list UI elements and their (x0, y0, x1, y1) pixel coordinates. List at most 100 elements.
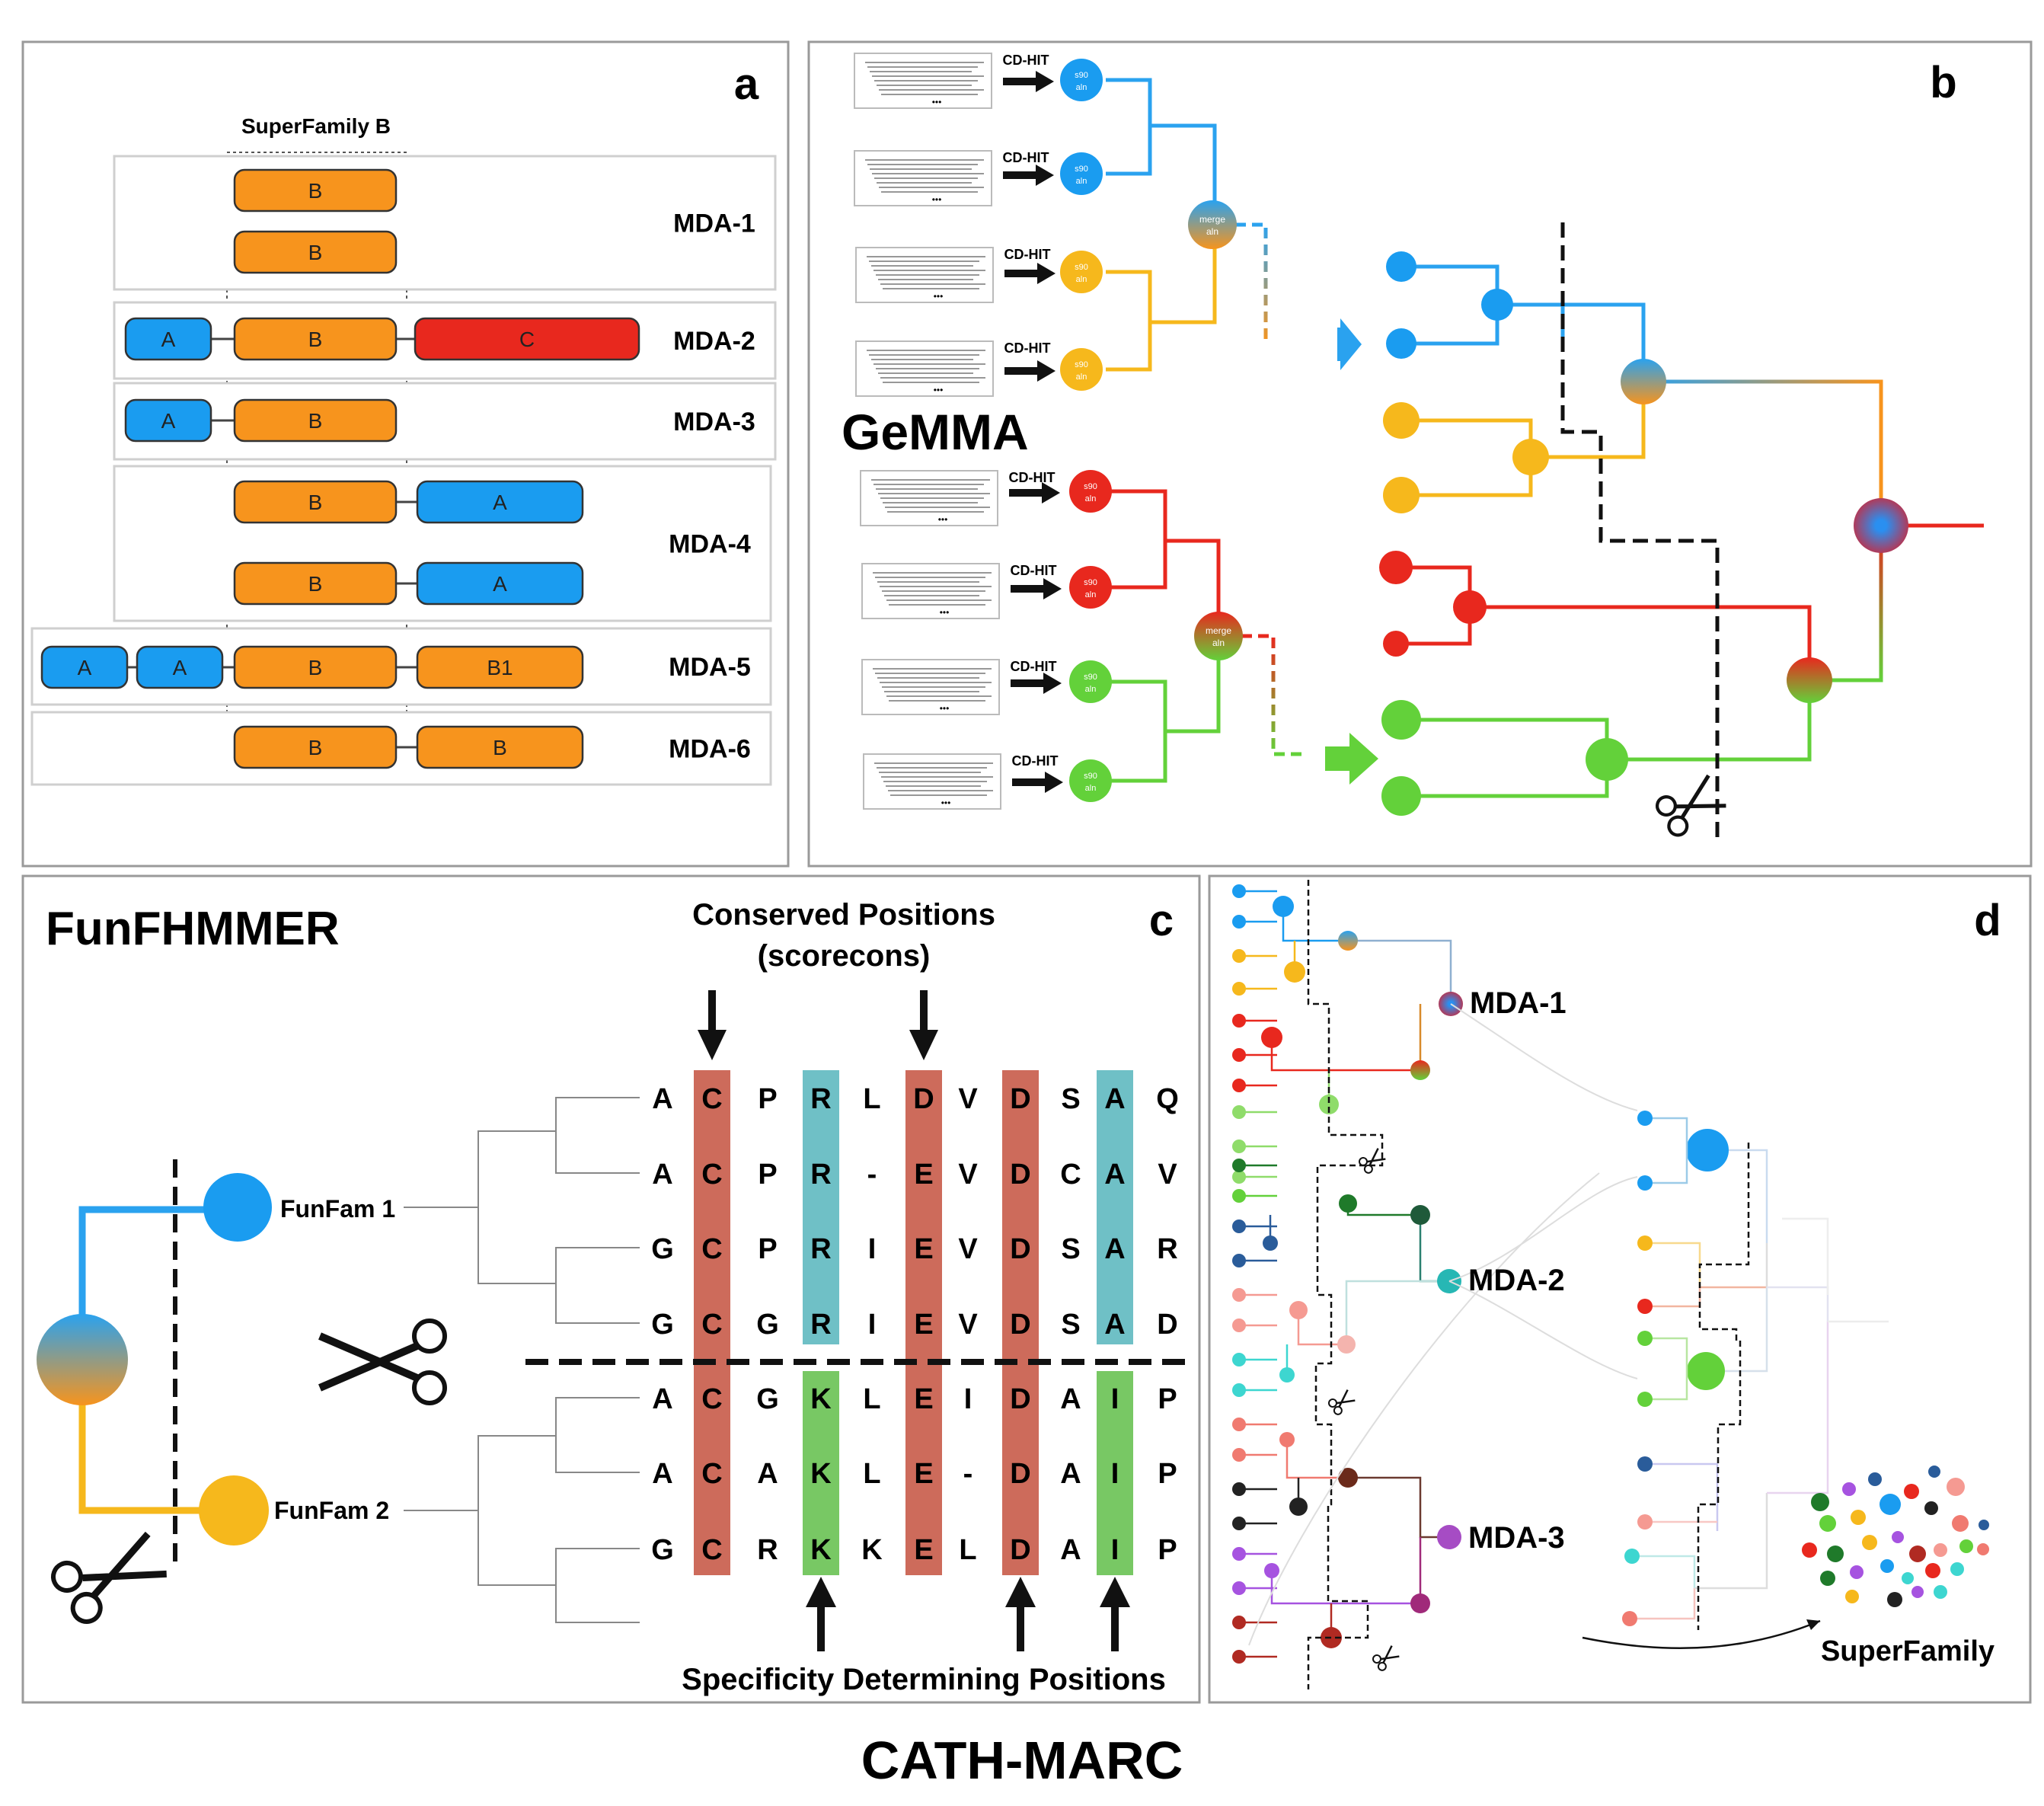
leaf-node (1637, 1392, 1653, 1407)
svg-text:s90: s90 (1084, 772, 1097, 781)
alignment-residue: C (701, 1309, 722, 1341)
panel-b-frame (807, 40, 2033, 868)
leaf-node (1232, 1448, 1246, 1462)
alignment-residue: P (758, 1159, 777, 1191)
panel-b: b GeMMA •••CD-HITs90aln•••CD-HITs90aln••… (807, 40, 2033, 868)
domain-b: B (233, 645, 398, 689)
alignment-residue: G (756, 1309, 779, 1341)
svg-text:B: B (308, 736, 323, 759)
superfamily-dot (1842, 1482, 1856, 1496)
domain-a: A (136, 645, 224, 689)
alignment-residue: E (914, 1534, 933, 1566)
leaf-node (1232, 1048, 1246, 1062)
superfamily-dot (1811, 1493, 1829, 1511)
alignment-residue: E (914, 1383, 933, 1415)
svg-text:aln: aln (1085, 494, 1097, 503)
mda-label: MDA-3 (673, 408, 755, 436)
alignment-residue: L (959, 1534, 976, 1566)
superfamily-dot (1887, 1592, 1902, 1607)
tree-node (1383, 402, 1420, 439)
superfamily-dot (1892, 1531, 1904, 1543)
tree-node (1338, 931, 1358, 951)
leaf-node (1232, 1517, 1246, 1530)
alignment-residue: C (701, 1233, 722, 1265)
sequence-input: •••CD-HIT (854, 53, 1054, 109)
alignment-residue: R (810, 1083, 831, 1115)
tree-node (1621, 359, 1666, 404)
scissors-icon (318, 1319, 447, 1405)
domain-b: B (233, 168, 398, 213)
alignment-residue: D (913, 1083, 934, 1115)
alignment-residue: G (651, 1534, 674, 1566)
mda-1-label: MDA-1 (1470, 986, 1567, 1020)
svg-text:aln: aln (1085, 784, 1097, 793)
alignment-residue: P (758, 1233, 777, 1265)
alignment-residue: D (1010, 1309, 1030, 1341)
alignment-residue: K (810, 1458, 832, 1490)
svg-text:B: B (493, 736, 507, 759)
svg-text:s90: s90 (1075, 263, 1088, 272)
superfamily-dot (1947, 1478, 1965, 1496)
alignment-residue: K (810, 1534, 832, 1566)
alignment-residue: - (867, 1159, 877, 1191)
svg-text:aln: aln (1206, 226, 1218, 237)
leaf-node (1232, 884, 1246, 898)
superfamily-label: SuperFamily (1821, 1635, 1994, 1667)
alignment-residue: D (1157, 1309, 1177, 1341)
alignment-residue: P (1158, 1458, 1177, 1490)
panel-c-letter: c (1149, 896, 1174, 945)
tree-node (1319, 1095, 1339, 1114)
svg-text:aln: aln (1085, 590, 1097, 599)
superfamily-dot (1862, 1535, 1877, 1550)
alignment-residue: A (757, 1458, 778, 1490)
alignment-residue: G (756, 1383, 779, 1415)
alignment-residue: L (863, 1383, 880, 1415)
sequence-input: •••CD-HIT (854, 150, 1054, 206)
tree-node (1338, 1468, 1358, 1488)
cut-line-d2 (1697, 1143, 1750, 1630)
alignment-residue: C (701, 1159, 722, 1191)
superfamily-dot (1909, 1545, 1926, 1562)
leaf-node (1637, 1235, 1653, 1251)
svg-text:•••: ••• (934, 291, 944, 302)
leaf-node (1232, 1105, 1246, 1119)
sequence-input: •••CD-HIT (860, 470, 1060, 526)
svg-text:aln: aln (1076, 83, 1087, 92)
svg-text:B1: B1 (487, 656, 513, 679)
funfam-root-node (37, 1314, 128, 1405)
sequence-input: •••CD-HIT (863, 753, 1063, 810)
domain-b: B (233, 230, 398, 274)
funfam2-label: FunFam 2 (274, 1497, 389, 1524)
scissors-icon (1372, 1645, 1400, 1671)
tree-node (1381, 700, 1421, 740)
alignment-residue: D (1010, 1083, 1030, 1115)
superfamily-dot (1977, 1543, 1989, 1555)
tree-node (1379, 551, 1413, 584)
sequence-input: •••CD-HIT (861, 563, 1062, 619)
leaf-node (1232, 1650, 1246, 1664)
svg-text:•••: ••• (940, 703, 950, 714)
alignment-residue: C (1060, 1159, 1081, 1191)
tree-node (1383, 631, 1409, 657)
superfamily-dot (1845, 1590, 1859, 1603)
funfhmmer-title: FunFHMMER (46, 903, 340, 955)
svg-text:merge: merge (1206, 625, 1231, 636)
alignment-residue: E (914, 1159, 933, 1191)
domain-b: B (233, 561, 398, 606)
superfamily-dot (1850, 1565, 1864, 1579)
alignment-residue: R (810, 1233, 831, 1265)
svg-text:A: A (493, 572, 507, 596)
leaf-node (1232, 1383, 1246, 1397)
svg-text:•••: ••• (932, 97, 942, 107)
tree-node (1284, 961, 1305, 983)
leaf-node (1232, 1189, 1246, 1203)
leaf-node (1232, 1482, 1246, 1496)
funfam1-label: FunFam 1 (280, 1195, 395, 1223)
alignment-residue: V (1158, 1159, 1177, 1191)
tree-node (1481, 289, 1513, 321)
svg-text:s90: s90 (1075, 165, 1088, 174)
alignment-residue: L (863, 1083, 880, 1115)
